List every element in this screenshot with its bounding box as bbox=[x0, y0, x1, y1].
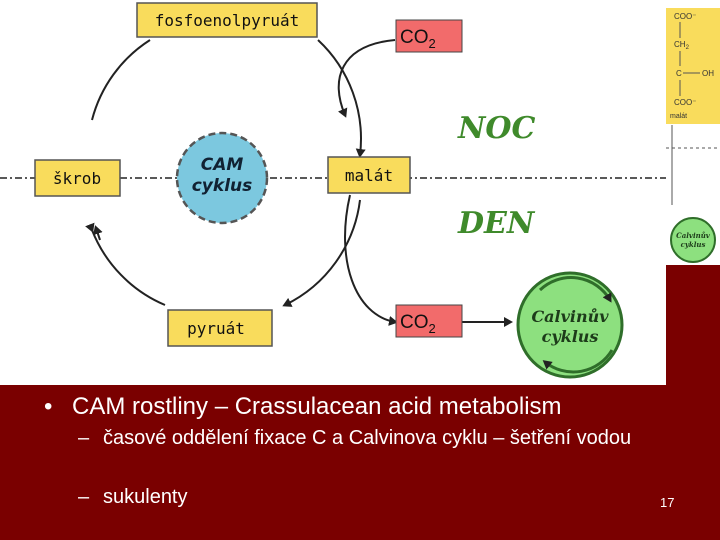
co2-release-arrow bbox=[344, 194, 398, 326]
side-calvin-circle bbox=[670, 217, 716, 263]
side-coo1: COO⁻ bbox=[674, 12, 696, 21]
side-calvin-line2: cyklus bbox=[681, 240, 706, 249]
cam-cycle-line1: CAM bbox=[201, 155, 244, 175]
side-malat: malát bbox=[670, 113, 687, 120]
co2-label-day: CO2 bbox=[400, 312, 436, 336]
box-starch-label: škrob bbox=[53, 169, 101, 188]
cycle-arc-top-right bbox=[317, 39, 366, 158]
bullet-sub-1-text: časové oddělení fixace C a Calvinova cyk… bbox=[103, 427, 632, 449]
box-malate bbox=[327, 156, 411, 194]
cam-cycle-line2: cyklus bbox=[192, 176, 253, 196]
side-oh: OH bbox=[702, 69, 714, 78]
arrow-to-starch bbox=[93, 225, 103, 241]
bullet-main-text: CAM rostliny – Crassulacean acid metabol… bbox=[72, 393, 562, 420]
bullet-sub-2-text: sukulenty bbox=[103, 486, 188, 508]
co2-box-day bbox=[395, 304, 463, 338]
calvin-arrow-top bbox=[538, 276, 612, 303]
bullet-sub-1-dash: – bbox=[78, 427, 90, 449]
diagram-svg: fosfoenolpyruát škrob malát pyruát CO2 C… bbox=[0, 2, 666, 379]
side-coo2: COO⁻ bbox=[674, 98, 696, 107]
cam-cycle-diagram: fosfoenolpyruát škrob malát pyruát CO2 C… bbox=[0, 0, 666, 385]
box-pyruvate bbox=[167, 309, 273, 347]
box-malate-label: malát bbox=[345, 166, 393, 185]
box-pep-label: fosfoenolpyruát bbox=[155, 11, 300, 30]
side-c: C bbox=[676, 69, 682, 78]
side-panel: COO⁻ CH2 C OH COO⁻ malát Calvinův cyklus bbox=[666, 0, 720, 265]
cam-cycle-circle bbox=[175, 131, 269, 225]
cycle-arc-top-left bbox=[91, 39, 151, 121]
bullet-sub-2-dash: – bbox=[78, 486, 90, 508]
co2-uptake-arrow bbox=[337, 39, 396, 118]
box-pyruvate-label: pyruát bbox=[187, 319, 245, 338]
malate-structure-box bbox=[666, 8, 720, 124]
night-label: NOC bbox=[457, 111, 536, 146]
side-svg: COO⁻ CH2 C OH COO⁻ malát Calvinův cyklus bbox=[666, 8, 720, 263]
page-number: 17 bbox=[660, 495, 675, 510]
calvin-cycle-circle bbox=[516, 271, 624, 379]
bullet-dot: • bbox=[44, 393, 53, 420]
calvin-line2: cyklus bbox=[542, 327, 599, 346]
day-label: DEN bbox=[457, 206, 536, 241]
calvin-arrow-bottom bbox=[542, 349, 614, 374]
slide-text: • CAM rostliny – Crassulacean acid metab… bbox=[0, 385, 720, 540]
side-calvin-line1: Calvinův bbox=[676, 231, 711, 240]
cycle-arc-bottom-left bbox=[85, 222, 166, 306]
side-ch2: CH2 bbox=[674, 40, 690, 51]
co2-label-night: CO2 bbox=[400, 27, 436, 51]
box-starch bbox=[34, 159, 121, 197]
calvin-line1: Calvinův bbox=[531, 306, 609, 326]
box-pep bbox=[136, 2, 318, 38]
co2-box-night bbox=[395, 19, 463, 53]
cycle-arc-bottom-right bbox=[282, 199, 361, 307]
